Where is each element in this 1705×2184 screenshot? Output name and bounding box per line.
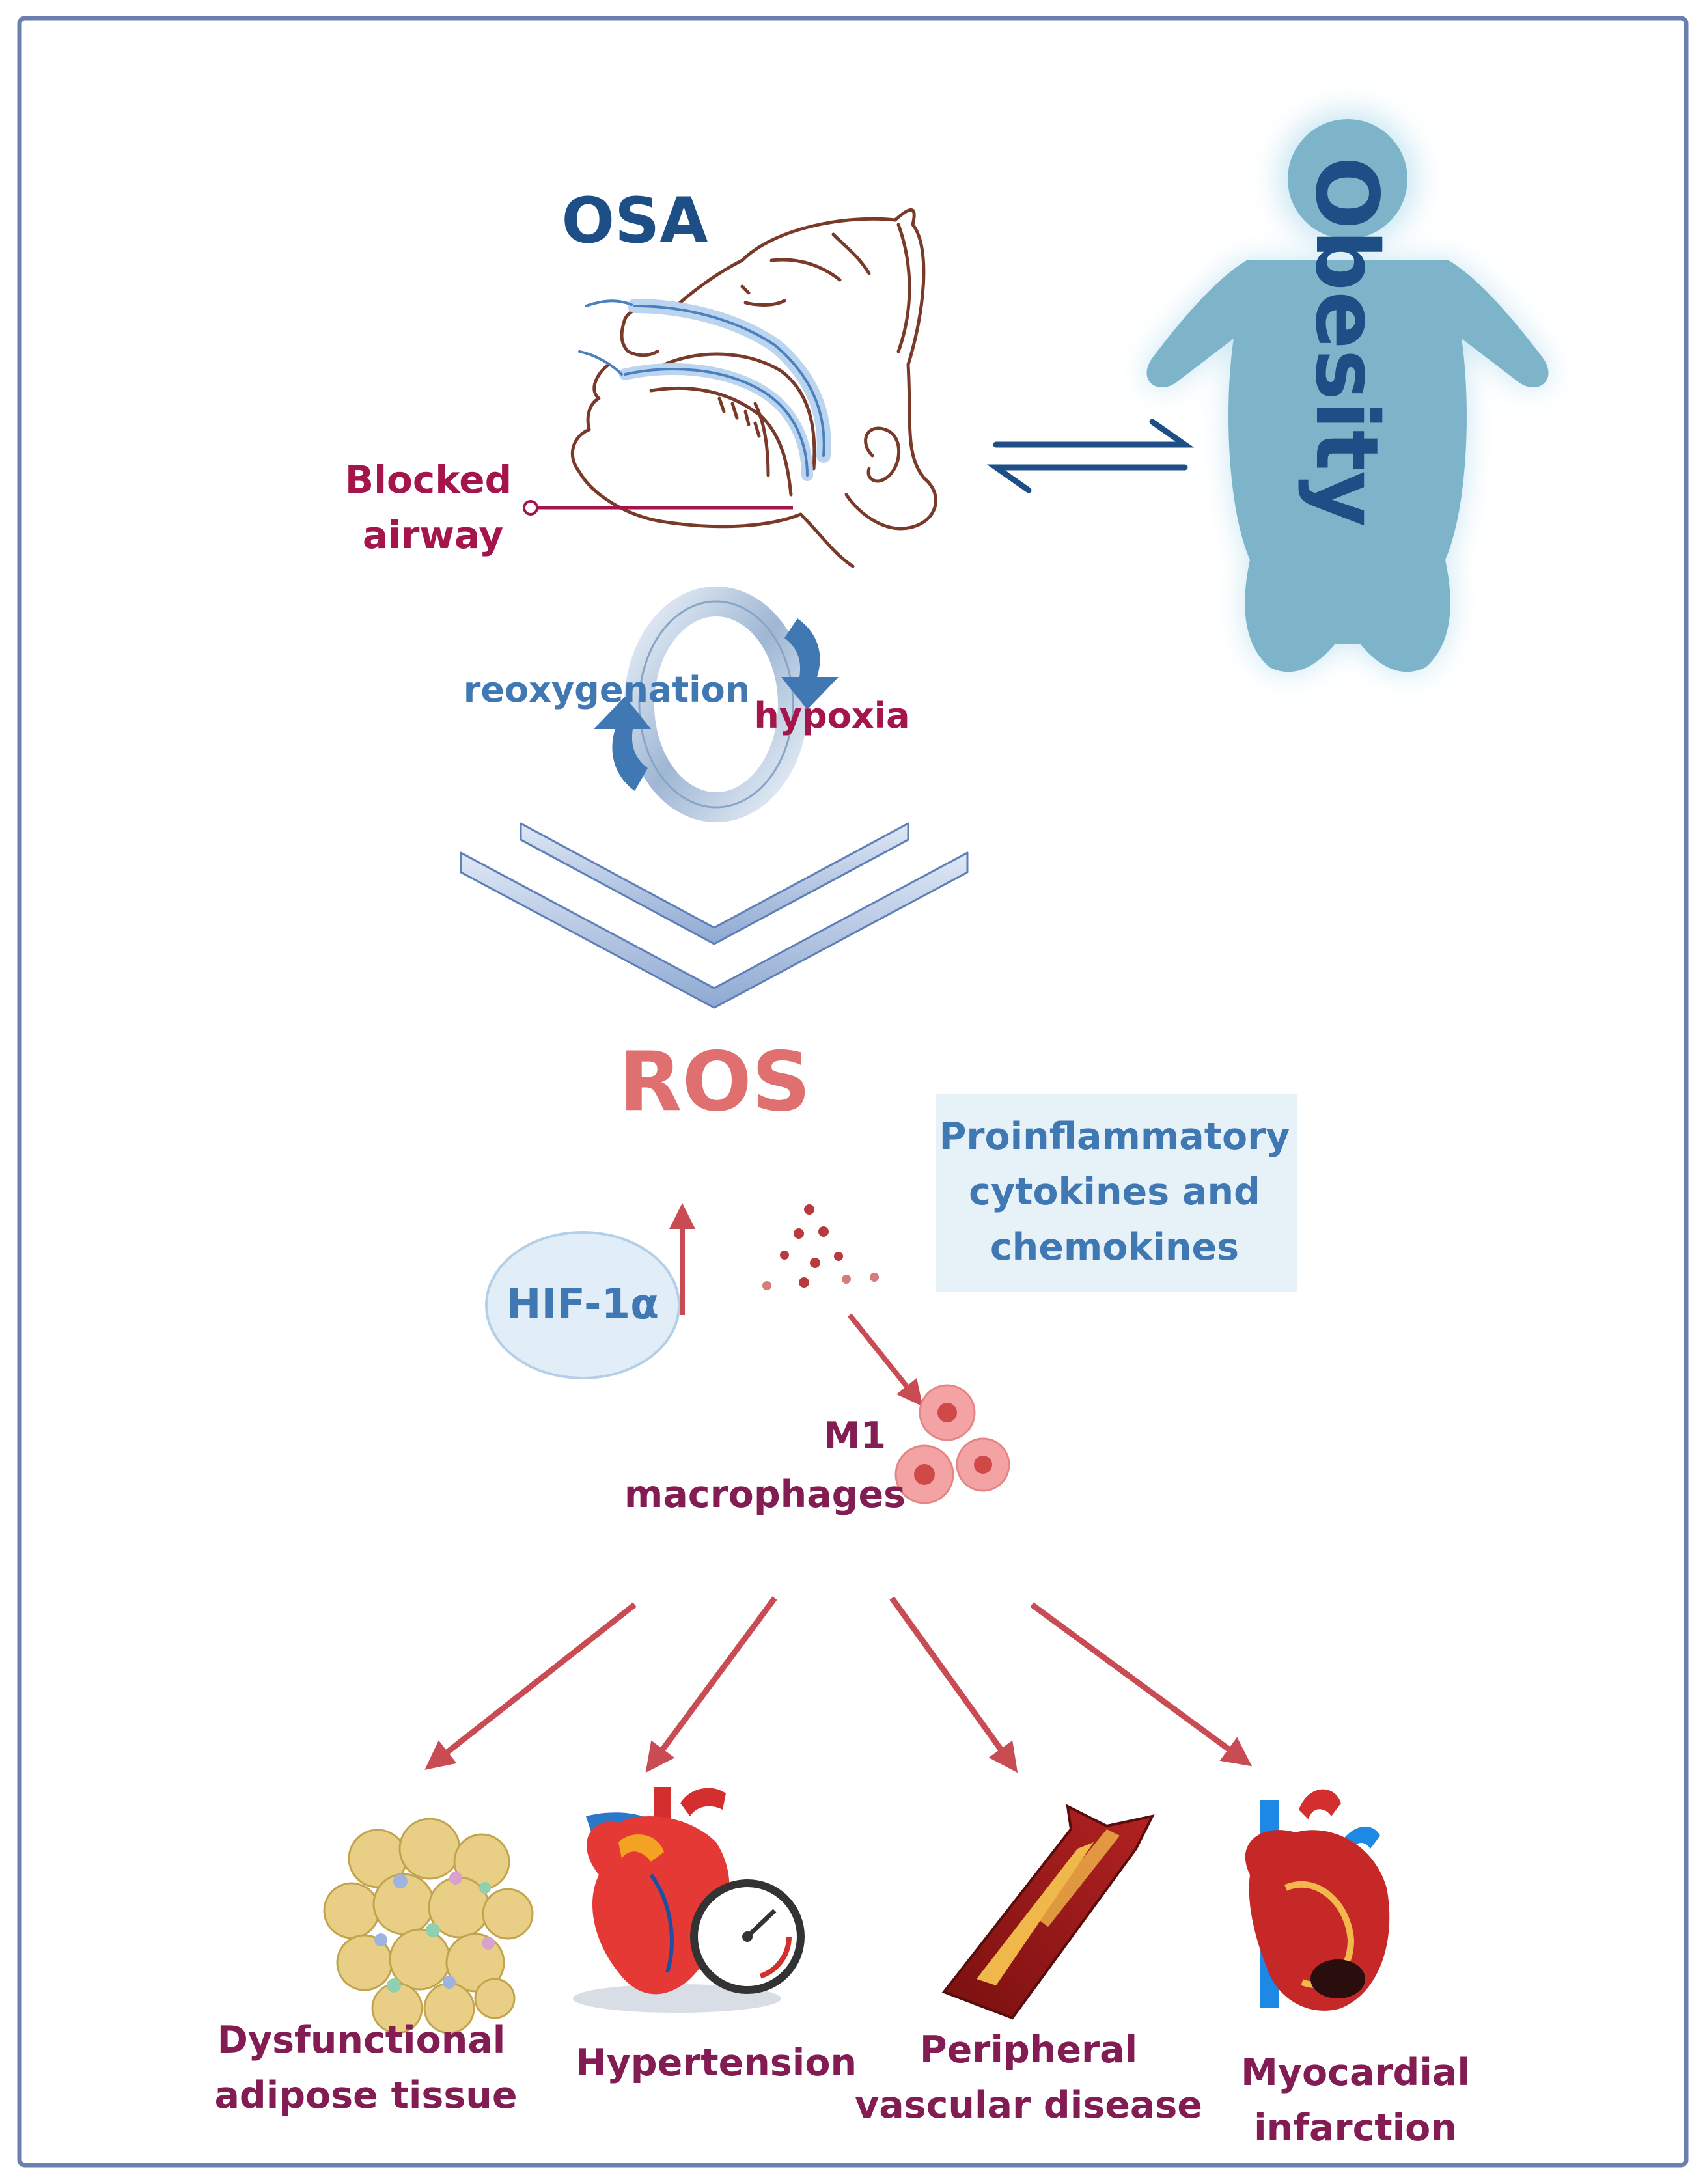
- m1-macrophage-cells-icon: [894, 1384, 1010, 1504]
- cytokine-particles-icon: [762, 1204, 879, 1290]
- outcome-adipose-label-line2: adipose tissue: [214, 2074, 517, 2117]
- hypoxia-cycle-icon: [594, 587, 839, 822]
- osa-label: OSA: [561, 184, 708, 257]
- outcome-hypertension-label: Hypertension: [575, 2041, 857, 2084]
- outcome-mi-label-line1: Myocardial: [1241, 2051, 1470, 2094]
- double-chevron-down-icon: [460, 822, 969, 1009]
- cytokine-to-macrophage-arrow: [847, 1313, 923, 1407]
- arrow-to-adipose: [424, 1602, 637, 1770]
- arrow-to-pvd: [889, 1596, 1018, 1773]
- heart-gauge-icon: [573, 1787, 805, 2013]
- ros-label: ROS: [619, 1034, 811, 1129]
- outcome-pvd-label-line1: Peripheral: [920, 2028, 1137, 2071]
- outcome-arrows: [424, 1596, 1253, 1773]
- hypoxia-label: hypoxia: [754, 695, 909, 736]
- outcome-adipose-label-line1: Dysfunctional: [217, 2019, 506, 2062]
- airflow-ribbon-icon: [578, 299, 831, 481]
- hif-bubble: [485, 1231, 680, 1379]
- infarcted-heart-icon: [1245, 1789, 1390, 2011]
- reoxygenation-label: reoxygenation: [464, 669, 750, 710]
- outcome-mi-label-line2: infarction: [1254, 2107, 1457, 2149]
- obesity-silhouette-icon: [1146, 111, 1549, 672]
- cytokines-box: [936, 1094, 1297, 1292]
- adipose-tissue-icon: [323, 1818, 534, 2034]
- hif-label: HIF-1α: [506, 1280, 659, 1329]
- cytokines-label-line3: chemokines: [990, 1226, 1239, 1269]
- arrow-to-mi: [1030, 1602, 1253, 1767]
- cytokines-label-line1: Proinflammatory: [939, 1115, 1290, 1158]
- m1-label-line1: M1: [824, 1415, 886, 1458]
- blocked-artery-icon: [941, 1804, 1155, 2020]
- outcome-pvd-label-line2: vascular disease: [855, 2084, 1202, 2127]
- m1-label-line2: macrophages: [624, 1473, 906, 1516]
- arrow-to-hypertension: [645, 1596, 777, 1773]
- blocked-airway-pointer-dot: [523, 500, 538, 516]
- blocked-airway-label-line2: airway: [363, 513, 503, 557]
- blocked-airway-label-line1: Blocked: [345, 458, 512, 502]
- cytokines-label-line2: cytokines and: [969, 1170, 1260, 1213]
- obesity-label: Obesity: [1296, 156, 1396, 527]
- equilibrium-arrows-icon: [986, 419, 1195, 493]
